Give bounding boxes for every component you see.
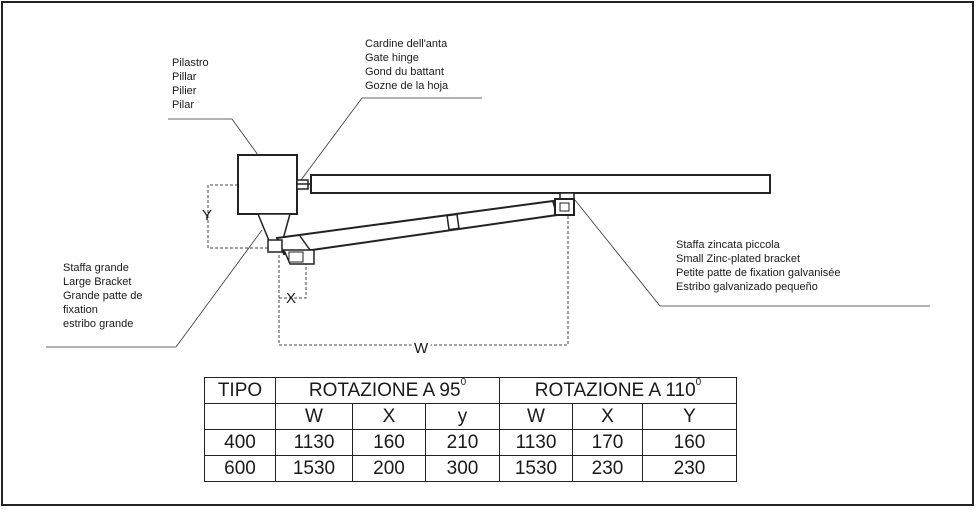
gate-leaf	[310, 174, 771, 194]
large-bracket-label: Staffa grande Large Bracket Grande patte…	[63, 262, 143, 330]
pillar-label: Pilastro Pillar Pilier Pilar	[172, 57, 209, 111]
rotation-95-header: ROTAZIONE A 950	[275, 377, 500, 404]
dimension-x-label: X	[286, 290, 296, 307]
table-subheader-row: W X y W X Y	[204, 403, 737, 430]
rotation-110-header: ROTAZIONE A 1100	[499, 377, 737, 404]
col-w-95: W	[275, 403, 353, 430]
actuator-body	[275, 199, 559, 256]
col-y-95: y	[425, 403, 500, 430]
col-y-110: Y	[642, 403, 737, 430]
table-header-row: TIPO ROTAZIONE A 950 ROTAZIONE A 1100	[204, 377, 737, 404]
hinge-label: Cardine dell'anta Gate hinge Gond du bat…	[365, 38, 449, 92]
dimension-y-label: Y	[202, 207, 212, 224]
pillar-block	[237, 154, 298, 215]
col-x-95: X	[352, 403, 426, 430]
table-row: 600 1530 200 300 1530 230 230	[204, 455, 737, 482]
dimension-w-label: W	[414, 340, 429, 357]
col-w-110: W	[499, 403, 573, 430]
small-bracket-label: Staffa zincata piccola Small Zinc-plated…	[676, 239, 841, 293]
actuator-collar	[446, 213, 460, 231]
xw-dimension	[278, 210, 569, 346]
y-dimension	[207, 184, 268, 249]
rotation-table: TIPO ROTAZIONE A 950 ROTAZIONE A 1100 W …	[204, 377, 737, 482]
tipo-header: TIPO	[204, 377, 276, 404]
actuator-rear-attachment	[267, 239, 283, 253]
table-row: 400 1130 160 210 1130 170 160	[204, 429, 737, 456]
leader-lines	[46, 97, 930, 348]
col-x-110: X	[572, 403, 643, 430]
actuator-joint	[299, 235, 311, 251]
